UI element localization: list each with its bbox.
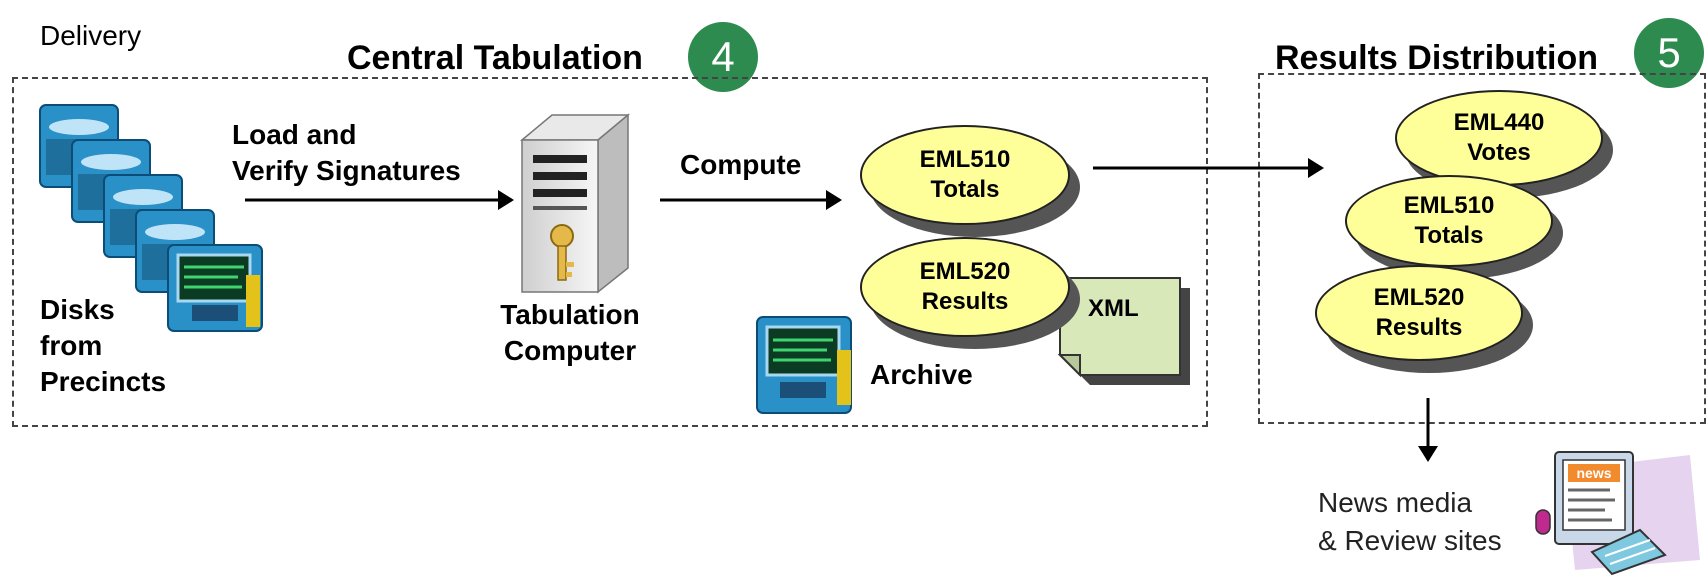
eml510-label: Totals <box>1414 222 1484 249</box>
eml520-results-distribution: EML520 Results <box>1315 265 1533 373</box>
results-distribution-box <box>1258 73 1706 424</box>
results-distribution-title: Results Distribution <box>1275 39 1599 77</box>
eml520-results-central: EML520 Results <box>860 237 1080 349</box>
eml440-label: Votes <box>1467 139 1531 166</box>
delivery-label: Delivery <box>40 20 142 51</box>
compute-label: Compute <box>680 149 802 180</box>
step-5-badge: 5 <box>1634 18 1704 88</box>
central-tabulation-title: Central Tabulation <box>347 39 643 77</box>
eml440-votes: EML440 Votes <box>1395 90 1613 198</box>
eml440-code: EML440 <box>1453 109 1545 136</box>
news-media-icon: news <box>1535 451 1700 576</box>
archive-label: Archive <box>870 359 973 390</box>
eml510-code: EML510 <box>1403 192 1495 219</box>
news-media-label: News media & Review sites <box>1318 484 1502 560</box>
disks-label-line: Precincts <box>40 366 167 397</box>
archive-computer-icon <box>756 316 852 414</box>
eml510-totals-distribution: EML510 Totals <box>1345 175 1563 279</box>
tabulation-computer-line: Computer <box>503 335 637 366</box>
xml-document-icon <box>1057 277 1190 385</box>
load-verify-line: Verify Signatures <box>232 155 461 186</box>
step-4-badge: 4 <box>688 22 758 92</box>
load-verify-line: Load and <box>232 119 357 150</box>
eml520-code: EML520 <box>1373 284 1465 311</box>
compute-arrow <box>660 190 842 210</box>
eml510-totals-central: EML510 Totals <box>860 125 1080 237</box>
eml510-label: Totals <box>930 176 1000 203</box>
news-sign-text: news <box>1576 465 1611 481</box>
central-tabulation-box <box>12 77 1208 427</box>
disk-stack-icon <box>39 104 263 332</box>
tabulation-computer-line: Tabulation <box>500 299 640 330</box>
news-media-line: News media <box>1318 487 1473 518</box>
eml510-code: EML510 <box>919 146 1011 173</box>
xml-label: XML <box>1088 295 1139 322</box>
disks-label-line: from <box>40 330 103 361</box>
eml520-label: Results <box>1375 314 1463 341</box>
news-media-line: & Review sites <box>1318 525 1502 556</box>
distribute-arrow <box>1093 158 1324 178</box>
load-arrow <box>245 190 514 210</box>
server-icon <box>519 113 631 294</box>
eml520-code: EML520 <box>919 258 1011 285</box>
tabulation-computer-label: Tabulation Computer <box>480 297 660 369</box>
load-verify-label: Load and Verify Signatures <box>232 117 461 189</box>
publish-arrow <box>1418 398 1438 462</box>
eml520-label: Results <box>921 288 1009 315</box>
disks-label-line: Disks <box>40 294 115 325</box>
disks-label: Disks from Precincts <box>40 292 166 400</box>
